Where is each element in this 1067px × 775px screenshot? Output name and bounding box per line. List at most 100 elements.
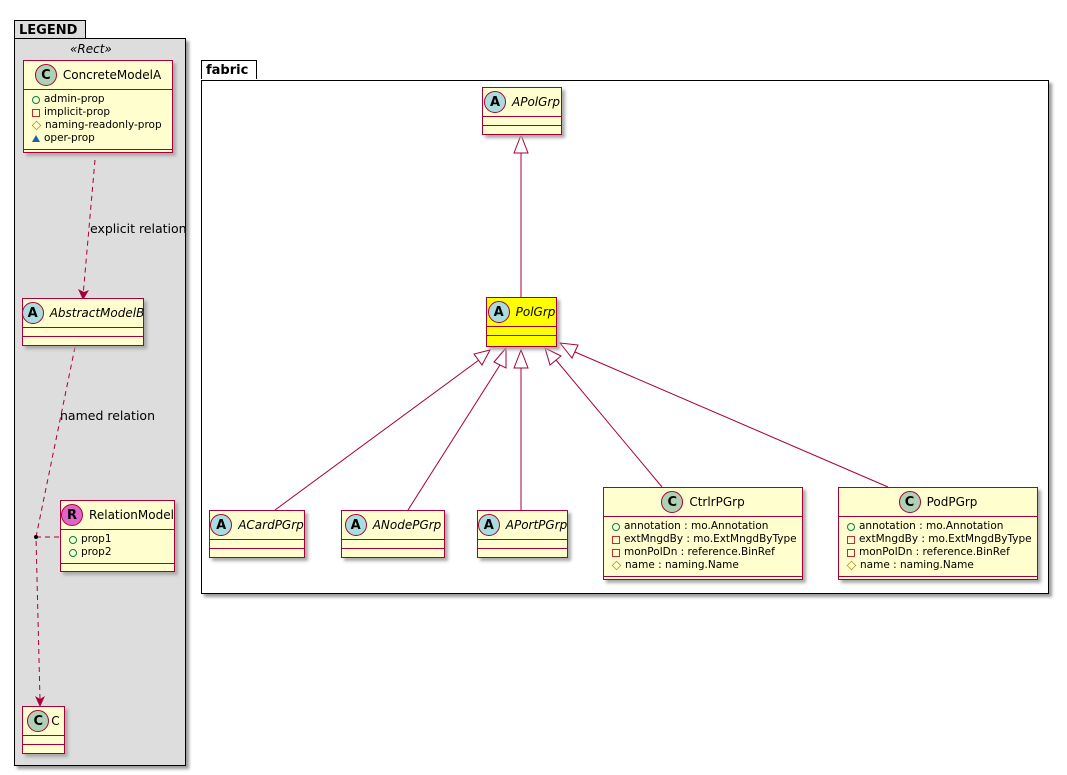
relation-junction-dot <box>34 535 38 539</box>
named-relation-arrowhead <box>35 696 45 707</box>
relation-r-icon: R <box>61 504 84 526</box>
inherit-acard-arrow <box>473 349 491 366</box>
attribute-row: naming-readonly-prop <box>31 119 164 132</box>
class-attributes <box>487 327 556 336</box>
attribute-text: admin-prop <box>44 93 105 105</box>
public-icon <box>612 522 620 531</box>
explicit-relation-line <box>82 159 96 297</box>
inherit-aport-arrow <box>513 348 529 369</box>
class-methods <box>23 337 143 345</box>
class-name: C <box>51 714 60 728</box>
legend-package <box>14 38 186 766</box>
protected-icon <box>611 560 622 571</box>
attribute-text: prop1 <box>81 533 112 545</box>
class-podpgrp[interactable]: C PodPGrp annotation : mo.Annotation ext… <box>838 487 1038 580</box>
class-attributes: prop1 prop2 <box>61 530 174 564</box>
class-attributes: admin-prop implicit-prop naming-readonly… <box>24 90 172 150</box>
abstract-a-icon: A <box>487 301 510 323</box>
attribute-row: annotation : mo.Annotation <box>612 520 794 533</box>
abstract-a-icon: A <box>477 514 500 536</box>
class-c-icon: C <box>661 491 684 513</box>
class-header: C ConcreteModelA <box>24 61 172 90</box>
class-name: APortPGrp <box>505 518 568 532</box>
attribute-text: implicit-prop <box>44 106 111 118</box>
inherit-pod-arrow <box>558 342 579 359</box>
private-icon <box>847 535 855 544</box>
class-c-icon: C <box>34 64 57 86</box>
class-methods <box>483 126 561 134</box>
attribute-row: monPolDn : reference.BinRef <box>612 546 794 559</box>
public-icon <box>32 95 40 104</box>
inherit-anode-arrow <box>493 346 507 369</box>
class-header: A APolGrp <box>483 88 561 117</box>
protected-icon <box>846 560 857 571</box>
class-attributes <box>210 540 304 549</box>
class-polgrp[interactable]: A PolGrp <box>486 297 557 347</box>
class-header: A AbstractModelB <box>21 299 144 328</box>
class-abstract-model-b[interactable]: A AbstractModelB <box>21 298 144 346</box>
class-concrete-model-a[interactable]: C ConcreteModelA admin-prop implicit-pro… <box>23 60 173 153</box>
class-name: RelationModel <box>89 508 174 522</box>
class-methods <box>604 577 802 585</box>
attribute-row: monPolDn : reference.BinRef <box>847 546 1029 559</box>
public-icon <box>69 535 77 544</box>
public-icon <box>69 548 77 557</box>
explicit-relation-arrowhead <box>78 289 89 300</box>
inherit-ctrlr-line <box>555 359 663 488</box>
class-header: R RelationModel <box>61 501 174 530</box>
attribute-text: naming-readonly-prop <box>45 119 162 131</box>
private-icon <box>847 548 855 557</box>
attribute-text: annotation : mo.Annotation <box>624 520 769 532</box>
class-relation-model[interactable]: R RelationModel prop1 prop2 <box>60 500 175 572</box>
private-icon <box>612 535 620 544</box>
class-aportpgrp[interactable]: A APortPGrp <box>477 510 568 558</box>
class-name: CtrlrPGrp <box>689 495 745 509</box>
attribute-text: extMngdBy : mo.ExtMngdByType <box>859 533 1032 545</box>
attribute-text: oper-prop <box>44 132 95 144</box>
class-methods <box>23 745 64 753</box>
class-methods <box>478 549 567 557</box>
class-name: ANodePGrp <box>372 518 442 532</box>
attribute-row: name : naming.Name <box>846 559 1029 572</box>
class-c-icon: C <box>898 491 921 513</box>
class-methods <box>487 336 556 344</box>
class-attributes <box>23 328 143 337</box>
class-anodepgrp[interactable]: A ANodePGrp <box>341 510 445 558</box>
attribute-row: name : naming.Name <box>611 559 794 572</box>
inherit-arrow-apolgrp <box>513 133 529 154</box>
class-methods <box>24 150 172 158</box>
attribute-row: prop2 <box>69 546 166 559</box>
class-apolgrp[interactable]: A APolGrp <box>482 87 562 135</box>
class-name: ConcreteModelA <box>62 68 162 82</box>
class-c[interactable]: C C <box>22 706 65 754</box>
class-attributes: annotation : mo.Annotation extMngdBy : m… <box>604 517 802 577</box>
class-attributes: annotation : mo.Annotation extMngdBy : m… <box>839 517 1037 577</box>
class-methods <box>342 549 444 557</box>
attribute-row: prop1 <box>69 533 166 546</box>
inherit-ctrlr-arrow <box>544 347 562 366</box>
fabric-package-tab: fabric <box>201 60 258 79</box>
attribute-text: extMngdBy : mo.ExtMngdByType <box>624 533 797 545</box>
class-header: C C <box>23 707 64 736</box>
class-acardpgrp[interactable]: A ACardPGrp <box>209 510 305 558</box>
abstract-a-icon: A <box>210 514 233 536</box>
class-methods <box>210 549 304 557</box>
class-attributes <box>23 736 64 745</box>
private-icon <box>612 548 620 557</box>
class-header: A ANodePGrp <box>342 511 444 540</box>
legend-stereotype: «Rect» <box>70 42 112 56</box>
attribute-text: name : naming.Name <box>860 559 974 571</box>
class-header: C PodPGrp <box>839 488 1037 517</box>
attribute-text: prop2 <box>81 546 112 558</box>
inherit-pod-line <box>574 351 889 488</box>
class-header: A ACardPGrp <box>210 511 304 540</box>
class-ctrlrpgrp[interactable]: C CtrlrPGrp annotation : mo.Annotation e… <box>603 487 803 580</box>
class-name: PodPGrp <box>926 495 978 509</box>
inherit-acard-line <box>274 356 484 511</box>
class-header: A APortPGrp <box>477 511 568 540</box>
attribute-text: name : naming.Name <box>625 559 739 571</box>
class-methods <box>839 577 1037 585</box>
protected-icon <box>31 120 42 131</box>
attribute-row: implicit-prop <box>32 106 164 119</box>
